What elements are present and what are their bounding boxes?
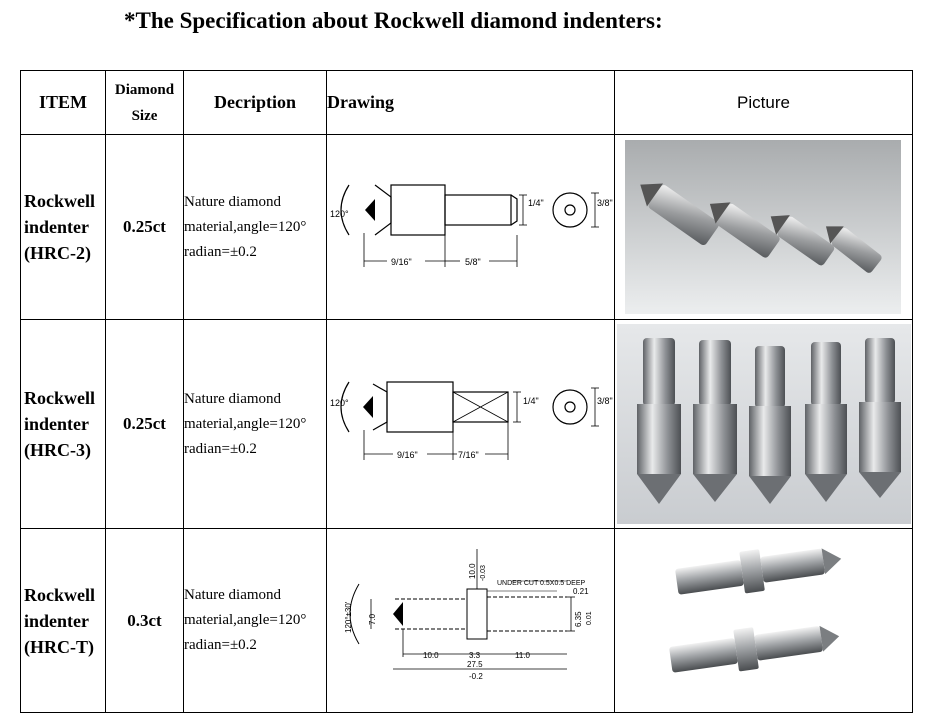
- drawing-dim-shank: 1/4": [528, 198, 544, 208]
- drawing-dim-10: 10.0: [423, 651, 439, 660]
- drawing-undercut: UNDER CUT 0.5X0.5 DEEP: [497, 580, 586, 587]
- desc-line: radian=±0.2: [184, 243, 257, 260]
- picture-cell: [614, 319, 913, 529]
- drawing-cell: 120°±30' 7.0 10.0 -0.03 UNDER CUT 0.5X0.…: [326, 528, 615, 713]
- item-line: indenter: [24, 414, 89, 434]
- drawing-dim-dia: 7.0: [368, 613, 377, 625]
- drawing-tol-02: -0.2: [469, 672, 483, 681]
- diamond-size-cell: 0.25ct: [105, 134, 184, 320]
- drawing-dim-left: 9/16": [391, 257, 412, 267]
- table-row: Rockwell indenter (HRC-2) 0.25ct Nature …: [20, 134, 913, 320]
- drawing-cell: 120° 9/16" 5/8" 1/4" 3/8": [326, 134, 615, 320]
- item-cell: Rockwell indenter (HRC-2): [20, 134, 106, 320]
- item-cell: Rockwell indenter (HRC-T): [20, 528, 106, 713]
- item-line: (HRC-2): [24, 243, 91, 263]
- desc-line: material,angle=120°: [184, 612, 307, 628]
- item-cell: Rockwell indenter (HRC-3): [20, 319, 106, 529]
- header-drawing: Drawing: [326, 70, 615, 135]
- drawing-dim-right: 5/8": [465, 257, 481, 267]
- header-picture: Picture: [614, 70, 913, 135]
- item-line: Rockwell: [24, 584, 95, 605]
- description-cell: Nature diamond material,angle=120° radia…: [183, 319, 327, 529]
- desc-line: material,angle=120°: [184, 218, 307, 235]
- spec-table: ITEM Diamond Size Decription Drawing Pic…: [20, 70, 913, 713]
- picture-cell: [614, 528, 913, 713]
- desc-line: radian=±0.2: [184, 637, 257, 653]
- drawing-angle: 120°±30': [344, 601, 353, 633]
- drawing-dim-end: 3/8": [597, 198, 613, 208]
- indenter-photo-items: [637, 338, 901, 504]
- diamond-size-cell: 0.3ct: [105, 528, 184, 713]
- desc-line: Nature diamond: [184, 193, 282, 210]
- diamond-size-cell: 0.25ct: [105, 319, 184, 529]
- table-row: Rockwell indenter (HRC-3) 0.25ct Nature …: [20, 319, 913, 529]
- drawing-angle: 120°: [330, 209, 349, 219]
- drawing-dim-275: 27.5: [467, 660, 483, 669]
- header-size-line1: Diamond: [114, 81, 175, 98]
- header-row: ITEM Diamond Size Decription Drawing Pic…: [20, 70, 913, 135]
- drawing-top-tol: -0.03: [480, 565, 487, 581]
- item-line: Rockwell: [24, 191, 95, 211]
- item-line: Rockwell: [24, 388, 95, 408]
- drawing-dim-shank: 1/4": [523, 396, 539, 406]
- page-title: *The Specification about Rockwell diamon…: [124, 8, 663, 33]
- indenter-drawing-hrct: 120°±30' 7.0 10.0 -0.03 UNDER CUT 0.5X0.…: [344, 549, 593, 681]
- indenter-photo-hrc3: [617, 324, 911, 524]
- desc-line: material,angle=120°: [184, 415, 307, 432]
- drawing-dim-right: 7/16": [458, 450, 479, 460]
- drawing-tol-021: 0.21: [573, 587, 589, 596]
- header-diamond-size: Diamond Size: [105, 70, 184, 135]
- drawing-tol-001: 0.01: [586, 611, 593, 625]
- item-line: (HRC-3): [24, 440, 91, 460]
- header-size-line2: Size: [131, 107, 158, 124]
- drawing-dim-end: 3/8": [597, 396, 613, 406]
- item-line: (HRC-T): [24, 636, 94, 657]
- drawing-top-dim: 10.0: [468, 563, 477, 579]
- drawing-angle: 120°: [330, 398, 349, 408]
- drawing-dim-11: 11.0: [515, 651, 531, 660]
- drawing-dim-left: 9/16": [397, 450, 418, 460]
- indenter-drawing-hrc2: 120° 9/16" 5/8" 1/4" 3/8": [330, 184, 613, 267]
- header-description: Decription: [183, 70, 327, 135]
- drawing-dim-635: 6.35: [574, 611, 583, 627]
- indenter-photo-hrct: [623, 533, 905, 708]
- item-line: indenter: [24, 610, 89, 631]
- header-item: ITEM: [20, 70, 106, 135]
- drawing-cell: 120° 9/16" 7/16" 1/4" 3/8": [326, 319, 615, 529]
- indenter-drawing-hrc3: 120° 9/16" 7/16" 1/4" 3/8": [330, 381, 613, 460]
- indenter-photo-hrc2: [625, 140, 901, 314]
- description-cell: Nature diamond material,angle=120° radia…: [183, 528, 327, 713]
- indenter-photo-items: [640, 183, 882, 273]
- item-line: indenter: [24, 217, 89, 237]
- desc-line: Nature diamond: [184, 587, 282, 603]
- table-row: Rockwell indenter (HRC-T) 0.3ct Nature d…: [20, 528, 913, 713]
- description-cell: Nature diamond material,angle=120° radia…: [183, 134, 327, 320]
- drawing-dim-33: 3.3: [469, 651, 481, 660]
- picture-cell: [614, 134, 913, 320]
- desc-line: Nature diamond: [184, 390, 282, 407]
- indenter-photo-items: [669, 548, 842, 673]
- desc-line: radian=±0.2: [184, 440, 257, 457]
